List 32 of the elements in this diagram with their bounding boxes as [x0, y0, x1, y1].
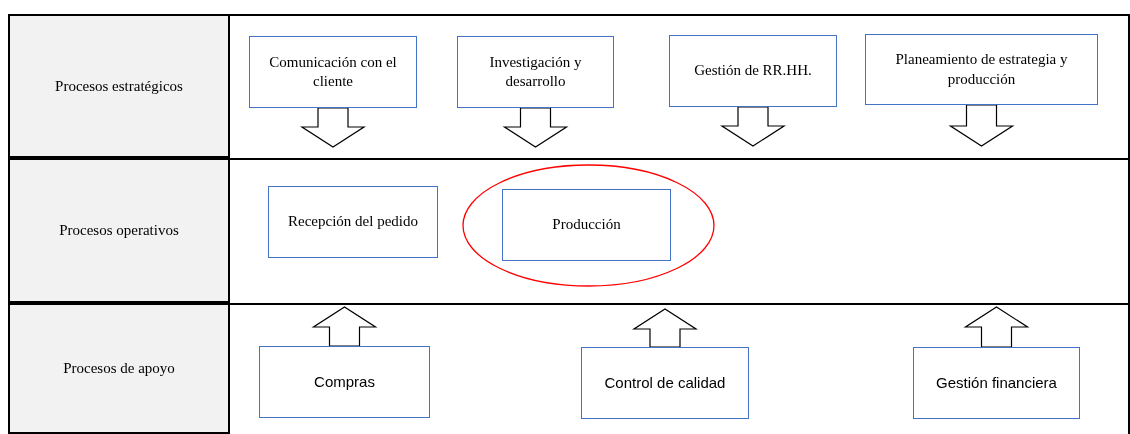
node-label: Gestión de RR.HH. — [694, 61, 812, 81]
block-arrow — [963, 306, 1030, 348]
node-label: Compras — [314, 372, 375, 392]
block-arrow — [631, 308, 699, 348]
block-arrow — [311, 306, 378, 347]
row-header-cell — [8, 303, 230, 434]
block-arrow — [299, 107, 367, 148]
process-box — [581, 347, 749, 419]
block-arrow — [502, 107, 569, 148]
node-label: Recepción del pedido — [288, 212, 418, 232]
block-arrow — [948, 104, 1015, 147]
node-label: Gestión financiera — [936, 373, 1057, 393]
node-label: Comunicación con el cliente — [268, 52, 398, 91]
node-label: Planeamiento de estrategia y producción — [894, 50, 1069, 89]
highlight-ellipse — [462, 164, 715, 287]
block-arrow — [719, 106, 787, 147]
process-box — [913, 347, 1080, 419]
row-header-cell — [8, 14, 230, 158]
process-box — [249, 36, 417, 108]
process-box — [669, 35, 837, 107]
process-box — [457, 36, 614, 108]
node-label: Control de calidad — [604, 373, 726, 393]
row-header-cell — [8, 158, 230, 303]
process-box — [865, 34, 1098, 105]
process-box — [268, 186, 438, 258]
node-label: Producción — [552, 215, 621, 235]
node-label: Procesos operativos — [59, 221, 179, 241]
node-label: Investigación y desarrollo — [488, 52, 583, 91]
process-box — [259, 346, 430, 418]
process-box — [502, 189, 671, 261]
node-label: Procesos estratégicos — [55, 76, 183, 96]
node-label: Procesos de apoyo — [63, 359, 175, 379]
